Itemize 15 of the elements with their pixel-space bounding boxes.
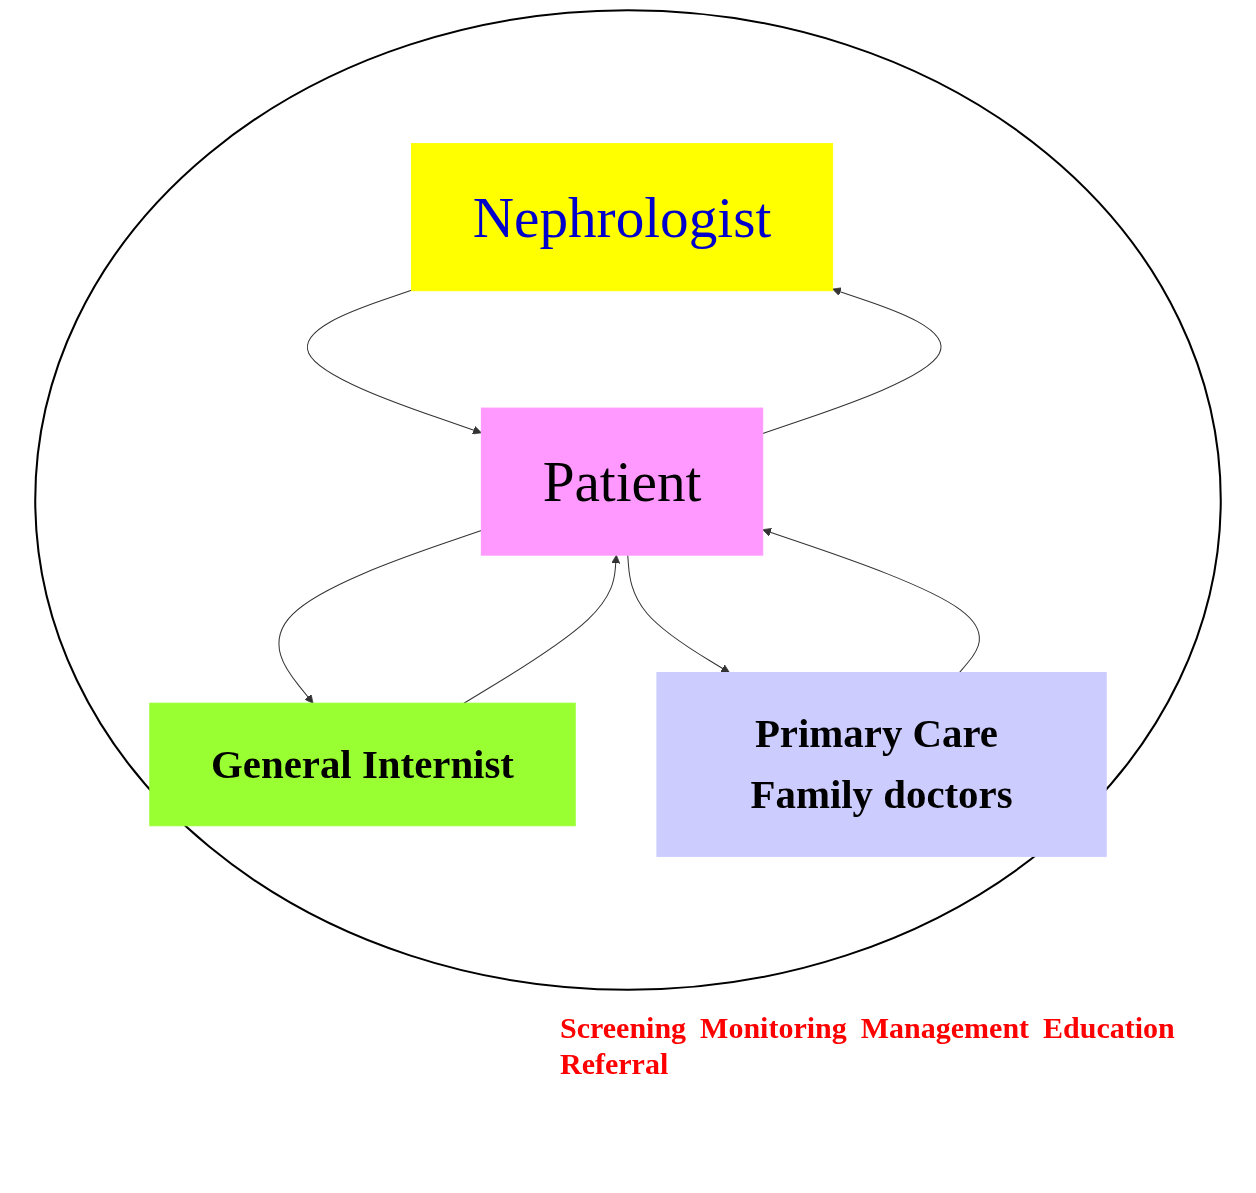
arrow — [762, 528, 980, 674]
arrow — [278, 529, 482, 704]
arrow — [627, 554, 730, 673]
arrow — [306, 289, 482, 435]
node-box: Patient — [480, 407, 764, 556]
role-label: Management — [860, 1010, 1030, 1046]
node-box: Primary Care Family doctors — [656, 672, 1107, 857]
role-label: Education — [1043, 1010, 1175, 1046]
role-label: Referral — [560, 1046, 669, 1082]
role-label: Screening — [560, 1010, 687, 1046]
arrow — [762, 287, 942, 435]
arrow — [463, 554, 621, 704]
node-box: Nephrologist — [410, 143, 834, 292]
role-label: Monitoring — [700, 1010, 847, 1046]
node-box: General Internist — [149, 702, 576, 827]
